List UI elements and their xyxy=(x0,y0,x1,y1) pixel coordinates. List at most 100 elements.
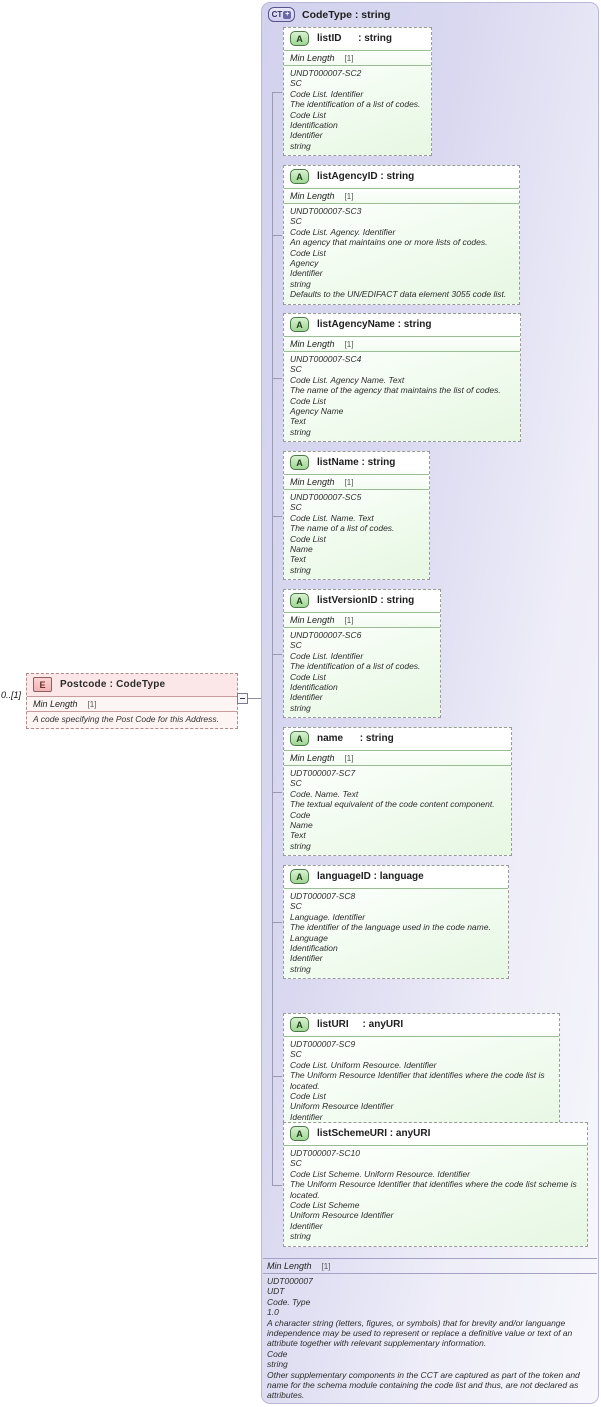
attribute-doc-line: Language. Identifier xyxy=(290,911,366,922)
attribute-doc-line: Text xyxy=(290,830,306,841)
complextype-doc-line: UDT xyxy=(267,1286,285,1297)
attribute-doc-line: Code xyxy=(290,809,311,820)
attribute-facet-row: Min Length[1] xyxy=(284,337,520,352)
attribute-facet-row: Min Length[1] xyxy=(284,189,519,204)
complextype-facet-cardinality: [1] xyxy=(321,1262,331,1271)
attribute-doc-line: Code List xyxy=(290,671,326,682)
attribute-doc-line: UNDT000007-SC2 xyxy=(290,68,362,78)
attribute-doc-line: Code List. Name. Text xyxy=(290,512,374,523)
element-facet-cardinality: [1] xyxy=(87,700,97,709)
tree-branch-line xyxy=(272,792,282,793)
attribute-doc-line: Code List xyxy=(290,1091,326,1102)
attribute-doc-line: The name of the agency that maintains th… xyxy=(290,385,501,396)
attribute-doc-line: SC xyxy=(290,640,302,651)
attribute-doc-line: SC xyxy=(290,1049,302,1060)
attribute-doc-line: SC xyxy=(290,216,302,227)
attribute-doc-line: Agency xyxy=(290,258,319,269)
attribute-doc-line: Identification xyxy=(290,943,338,954)
attribute-doc-line: string xyxy=(290,564,311,575)
connector-line-right xyxy=(248,698,266,699)
attribute-doc-line: Name xyxy=(290,820,313,831)
attribute-doc-line: string xyxy=(290,426,311,437)
attribute-icon: A xyxy=(290,455,309,470)
attribute-facet-label: Min Length xyxy=(290,753,335,763)
attribute-facet-cardinality: [1] xyxy=(344,340,354,349)
tree-branch-line xyxy=(272,922,282,923)
attribute-doc-line: string xyxy=(290,278,311,289)
element-documentation: A code specifying the Post Code for this… xyxy=(27,712,237,728)
attribute-doc-line: Identifier xyxy=(290,1220,323,1231)
attribute-name: listAgencyID : string xyxy=(317,171,415,182)
attribute-facet-row: Min Length[1] xyxy=(284,751,511,766)
attribute-icon: A xyxy=(290,317,309,332)
attribute-doc-line: The name of a list of codes. xyxy=(290,523,395,534)
attribute-doc-line: Identifier xyxy=(290,130,323,141)
complextype-facet-row: Min Length [1] xyxy=(263,1258,597,1274)
complextype-facet-label: Min Length xyxy=(267,1261,312,1271)
attribute-facet-label: Min Length xyxy=(290,615,335,625)
attribute-doc-line: string xyxy=(290,702,311,713)
attribute-facet-label: Min Length xyxy=(290,477,335,487)
attribute-doc-line: UDT000007-SC10 xyxy=(290,1148,360,1158)
attribute-doc-line: SC xyxy=(290,78,302,89)
attribute-doc-line: UDT000007-SC9 xyxy=(290,1039,356,1049)
tree-branch-line xyxy=(272,378,282,379)
complextype-doc-line: A character string (letters, figures, or… xyxy=(267,1317,573,1349)
attribute-doc-line: SC xyxy=(290,502,302,513)
attribute-doc-line: string xyxy=(290,963,311,974)
attribute-doc-line: An agency that maintains one or more lis… xyxy=(290,237,488,248)
attribute-doc-line: SC xyxy=(290,364,302,375)
attribute-name: listVersionID : string xyxy=(317,595,415,606)
collapse-toggle-icon[interactable] xyxy=(237,693,248,704)
attribute-doc-line: Defaults to the UN/EDIFACT data element … xyxy=(290,289,507,300)
attribute-doc-line: UNDT000007-SC6 xyxy=(290,630,362,640)
attribute-name: listID : string xyxy=(317,33,393,44)
attribute-doc-line: Code List xyxy=(290,395,326,406)
element-box-postcode[interactable]: E Postcode : CodeType Min Length [1] A c… xyxy=(26,673,238,729)
attribute-doc-line: Identifier xyxy=(290,1111,323,1122)
element-header: E Postcode : CodeType xyxy=(27,674,237,697)
attribute-doc-line: Text xyxy=(290,416,306,427)
plus-icon: + xyxy=(283,10,292,19)
attribute-doc-line: The identifier of the language used in t… xyxy=(290,922,491,933)
attribute-name: name : string xyxy=(317,733,394,744)
attribute-doc-line: Identification xyxy=(290,682,338,693)
attribute-doc-line: SC xyxy=(290,778,302,789)
tree-trunk-line xyxy=(272,91,273,1185)
attribute-doc-line: Text xyxy=(290,554,306,565)
attribute-doc-line: string xyxy=(290,140,311,151)
attribute-facet-label: Min Length xyxy=(290,191,335,201)
attribute-doc-line: Code List xyxy=(290,109,326,120)
element-facet-row: Min Length [1] xyxy=(27,697,237,712)
complextype-title: CodeType : string xyxy=(302,8,391,21)
attribute-doc-line: UNDT000007-SC3 xyxy=(290,206,362,216)
attribute-doc-line: The Uniform Resource Identifier that ide… xyxy=(290,1070,545,1091)
attribute-icon: A xyxy=(290,169,309,184)
attribute-doc-line: Identifier xyxy=(290,268,323,279)
attribute-doc-line: string xyxy=(290,840,311,851)
attribute-doc-line: Identifier xyxy=(290,953,323,964)
tree-branch-line xyxy=(272,1185,282,1186)
